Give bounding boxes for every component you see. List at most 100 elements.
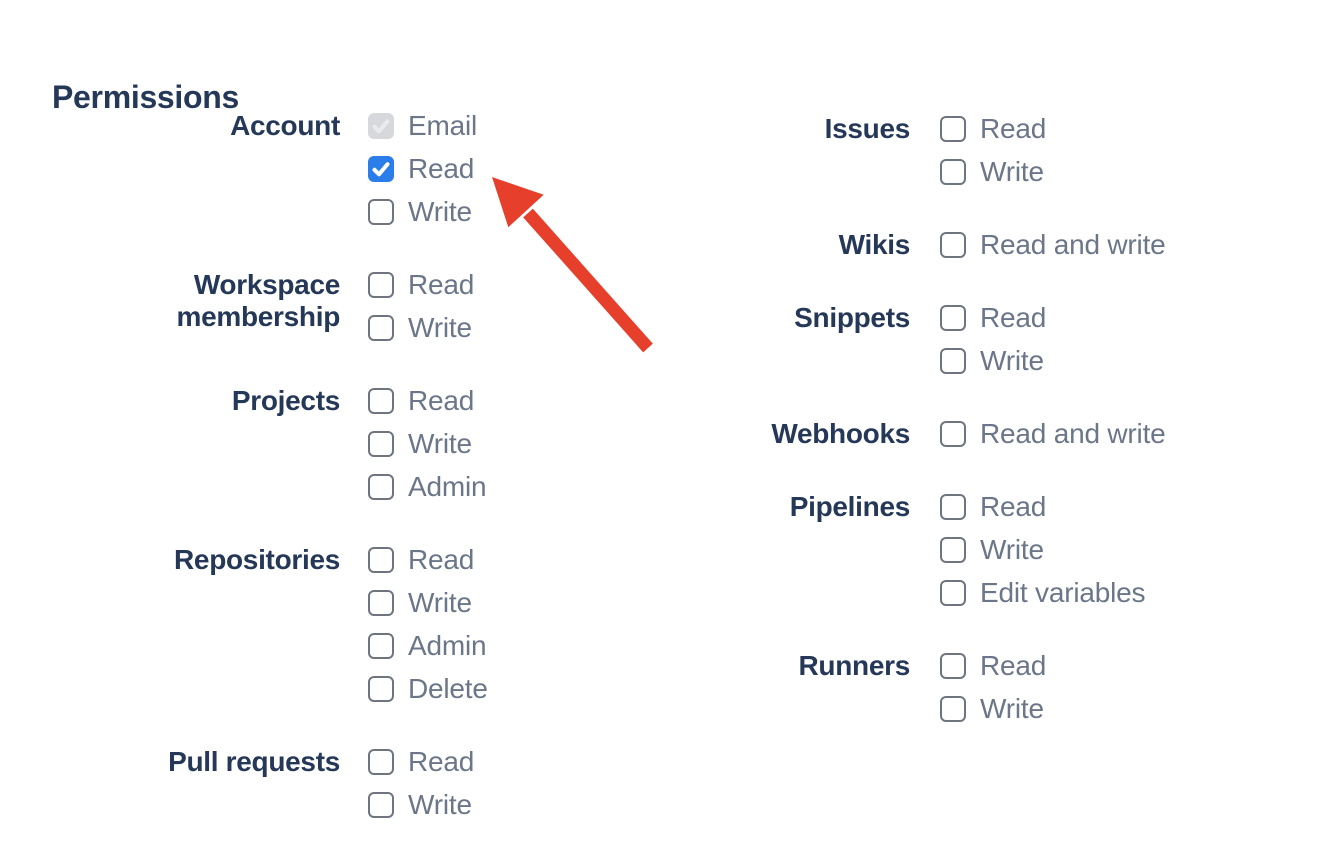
issues-write-option[interactable]: Write: [940, 156, 1046, 187]
projects-read-label[interactable]: Read: [408, 385, 475, 416]
repositories-write-checkbox[interactable]: [368, 590, 394, 616]
repositories-delete-checkbox[interactable]: [368, 676, 394, 702]
group-label-pull-requests: Pull requests: [168, 746, 340, 777]
issues-read-label[interactable]: Read: [980, 113, 1047, 144]
pipelines-write-option[interactable]: Write: [940, 534, 1145, 565]
projects-admin-checkbox[interactable]: [368, 474, 394, 500]
repositories-read-option[interactable]: Read: [368, 544, 488, 575]
workspace-membership-write-option[interactable]: Write: [368, 312, 474, 343]
check-icon: [372, 119, 390, 134]
pipelines-read-label[interactable]: Read: [980, 491, 1047, 522]
snippets-write-checkbox[interactable]: [940, 348, 966, 374]
repositories-admin-checkbox[interactable]: [368, 633, 394, 659]
runners-read-checkbox[interactable]: [940, 653, 966, 679]
account-read-option[interactable]: Read: [368, 153, 477, 184]
account-write-option[interactable]: Write: [368, 196, 477, 227]
wikis-read-and-write-label[interactable]: Read and write: [980, 229, 1166, 260]
workspace-membership-read-checkbox[interactable]: [368, 272, 394, 298]
pipelines-read-option[interactable]: Read: [940, 491, 1145, 522]
snippets-read-label[interactable]: Read: [980, 302, 1047, 333]
repositories-admin-label[interactable]: Admin: [408, 630, 487, 661]
pipelines-edit-variables-checkbox[interactable]: [940, 580, 966, 606]
webhooks-read-and-write-option[interactable]: Read and write: [940, 418, 1166, 449]
account-email-checkbox: [368, 113, 394, 139]
projects-write-option[interactable]: Write: [368, 428, 486, 459]
runners-write-checkbox[interactable]: [940, 696, 966, 722]
runners-read-option[interactable]: Read: [940, 650, 1047, 681]
arrow-shaft: [523, 208, 653, 353]
wikis-read-and-write-option[interactable]: Read and write: [940, 229, 1166, 260]
wikis-read-and-write-checkbox[interactable]: [940, 232, 966, 258]
page-title: Permissions: [52, 79, 240, 115]
webhooks-read-and-write-checkbox[interactable]: [940, 421, 966, 447]
account-email-label: Email: [408, 110, 478, 141]
projects-read-checkbox[interactable]: [368, 388, 394, 414]
repositories-admin-option[interactable]: Admin: [368, 630, 488, 661]
projects-write-checkbox[interactable]: [368, 431, 394, 457]
workspace-membership-write-checkbox[interactable]: [368, 315, 394, 341]
account-write-checkbox[interactable]: [368, 199, 394, 225]
issues-read-checkbox[interactable]: [940, 116, 966, 142]
repositories-delete-option[interactable]: Delete: [368, 673, 488, 704]
repositories-read-label[interactable]: Read: [408, 544, 475, 575]
pipelines-edit-variables-label[interactable]: Edit variables: [980, 577, 1146, 608]
pull-requests-read-checkbox[interactable]: [368, 749, 394, 775]
pipelines-write-label[interactable]: Write: [980, 534, 1044, 565]
snippets-read-option[interactable]: Read: [940, 302, 1047, 333]
pull-requests-write-label[interactable]: Write: [408, 789, 472, 820]
account-write-label[interactable]: Write: [408, 196, 472, 227]
webhooks-read-and-write-label[interactable]: Read and write: [980, 418, 1166, 449]
pull-requests-read-option[interactable]: Read: [368, 746, 475, 777]
projects-read-option[interactable]: Read: [368, 385, 486, 416]
projects-admin-option[interactable]: Admin: [368, 471, 487, 502]
runners-write-option[interactable]: Write: [940, 693, 1046, 724]
group-label-workspace-membership: Workspace membership: [176, 269, 341, 332]
arrow-head: [492, 177, 544, 228]
projects-admin-label[interactable]: Admin: [408, 471, 487, 502]
group-label-account: Account: [230, 110, 340, 141]
pull-requests-write-option[interactable]: Write: [368, 789, 474, 820]
workspace-membership-write-label[interactable]: Write: [408, 312, 472, 343]
issues-write-checkbox[interactable]: [940, 159, 966, 185]
account-email-option: Email: [368, 110, 478, 141]
snippets-read-checkbox[interactable]: [940, 305, 966, 331]
snippets-write-label[interactable]: Write: [980, 345, 1044, 376]
account-read-label[interactable]: Read: [408, 153, 475, 184]
projects-write-label[interactable]: Write: [408, 428, 472, 459]
repositories-write-option[interactable]: Write: [368, 587, 488, 618]
repositories-write-label[interactable]: Write: [408, 587, 472, 618]
group-label-repositories: Repositories: [174, 544, 340, 575]
group-label-projects: Projects: [231, 385, 340, 416]
pipelines-read-checkbox[interactable]: [940, 494, 966, 520]
runners-write-label[interactable]: Write: [980, 693, 1044, 724]
snippets-write-option[interactable]: Write: [940, 345, 1046, 376]
pipelines-edit-variables-option[interactable]: Edit variables: [940, 577, 1146, 608]
issues-read-option[interactable]: Read: [940, 113, 1047, 144]
issues-write-label[interactable]: Write: [980, 156, 1044, 187]
repositories-read-checkbox[interactable]: [368, 547, 394, 573]
group-label-issues: Issues: [824, 113, 911, 144]
pipelines-write-checkbox[interactable]: [940, 537, 966, 563]
pull-requests-read-label[interactable]: Read: [408, 746, 475, 777]
group-label-pipelines: Pipelines: [789, 491, 911, 522]
runners-read-label[interactable]: Read: [980, 650, 1047, 681]
workspace-membership-read-label[interactable]: Read: [408, 269, 475, 300]
repositories-delete-label[interactable]: Delete: [408, 673, 488, 704]
workspace-membership-read-option[interactable]: Read: [368, 269, 475, 300]
pull-requests-write-checkbox[interactable]: [368, 792, 394, 818]
webhooks-options: Read and write: [940, 418, 1166, 464]
account-read-checkbox[interactable]: [368, 156, 394, 182]
